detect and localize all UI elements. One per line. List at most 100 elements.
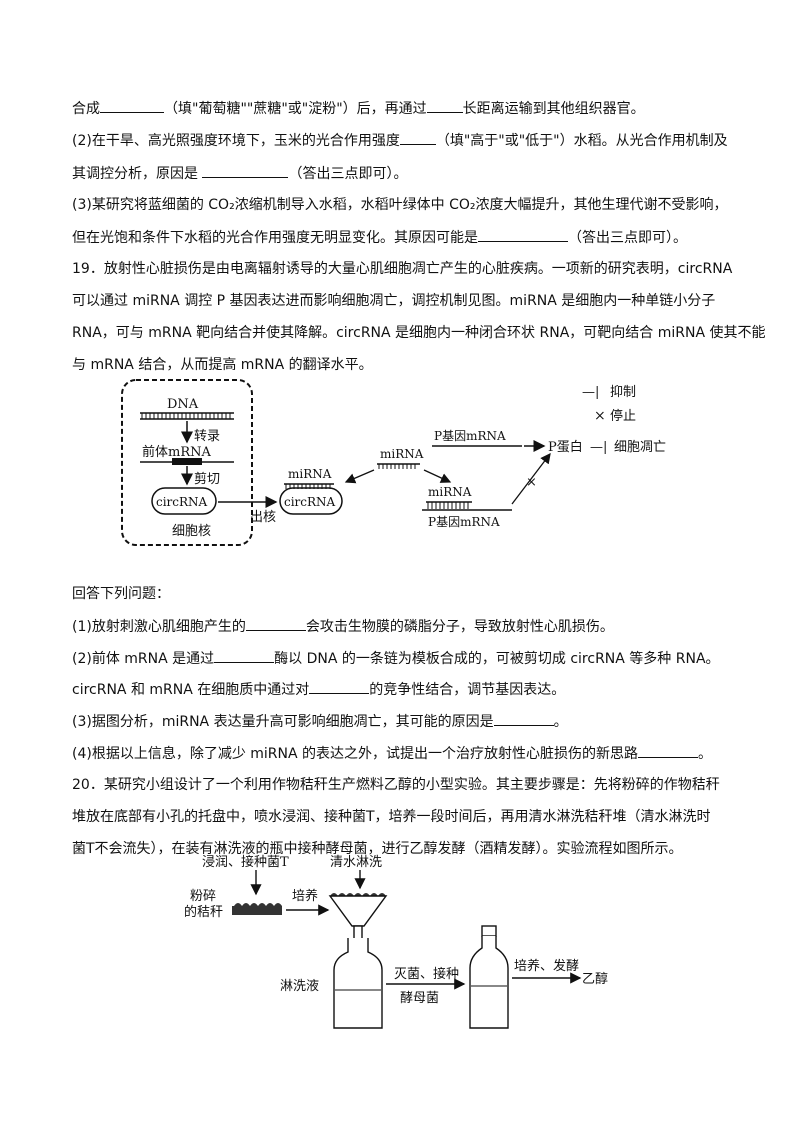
text-line: 堆放在底部有小孔的托盘中，喷水浸润、接种菌T，培养一段时间后，再用清水淋洗秸秆堆…	[72, 807, 711, 827]
text-line: RNA，可与 mRNA 靶向结合并使其降解。circRNA 是细胞内一种闭合环状…	[72, 323, 765, 343]
line-text: 会攻击生物膜的磷脂分子，导致放射性心肌损伤。	[305, 619, 614, 635]
line-text: 但在光饱和条件下水稻的光合作用强度无明显变化。其原因可能是	[72, 230, 478, 246]
text-line: (1)放射刺激心肌细胞产生的 会攻击生物膜的磷脂分子，导致放射性心肌损伤。	[72, 616, 614, 637]
text-line: 19．放射性心脏损伤是由电离辐射诱导的大量心肌细胞凋亡产生的心脏疾病。一项新的研…	[72, 259, 732, 279]
text-line: (3)某研究将蓝细菌的 CO₂浓缩机制导入水稻，水稻叶绿体中 CO₂浓度大幅提升…	[72, 195, 728, 215]
text-line: 合成 （填"葡萄糖""蔗糖"或"淀粉"）后，再通过 长距离运输到其他组织器官。	[72, 98, 645, 119]
rinse-label: 清水淋洗	[330, 855, 382, 870]
crushed-label-2: 的秸秆	[184, 904, 223, 920]
text-line: 菌T不会流失），在装有淋洗液的瓶中接种酵母菌，进行乙醇发酵（酒精发酵）。实验流程…	[72, 839, 683, 859]
text-line: (2)前体 mRNA 是通过 酶以 DNA 的一条链为模板合成的，可被剪切成 ci…	[72, 648, 720, 669]
line-text: 合成	[72, 101, 100, 117]
ethanol-flow-diagram: 浸润、接种菌T 清水淋洗 粉碎 的秸秆 培养 淋洗液 灭菌、接种 酵母菌 培养、…	[184, 854, 608, 1029]
text-line: (2)在干旱、高光照强度环境下，玉米的光合作用强度 （填"高于"或"低于"）水稻。…	[72, 130, 728, 151]
circrna-loop-cytoplasm	[279, 487, 343, 515]
line-text: 20．某研究小组设计了一个利用作物秸秆生产燃料乙醇的小型实验。其主要步骤是：先将…	[72, 777, 720, 793]
nucleus-label: 细胞核	[172, 524, 211, 539]
mirna-label-bound: miRNA	[288, 467, 332, 481]
ferment-label: 培养、发酵	[514, 958, 579, 974]
line-text: （答出三点即可）。	[568, 230, 687, 246]
text-line: (3)据图分析，miRNA 表达量升高可影响细胞凋亡，其可能的原因是 。	[72, 711, 568, 732]
line-text: (3)某研究将蓝细菌的 CO₂浓缩机制导入水稻，水稻叶绿体中 CO₂浓度大幅提升…	[72, 197, 728, 213]
text-line: circRNA 和 mRNA 在细胞质中通过对 的竞争性结合，调节基因表达。	[72, 679, 565, 700]
legend-inhibit-label: 抑制	[610, 385, 636, 400]
line-text: 回答下列问题：	[72, 586, 170, 602]
line-text: 与 mRNA 结合，从而提高 mRNA 的翻译水平。	[72, 357, 373, 373]
culture-label: 培养	[292, 888, 318, 904]
apoptosis-label: 细胞凋亡	[614, 440, 666, 455]
ferment-bottle	[469, 925, 509, 1029]
ethanol-label: 乙醇	[582, 971, 608, 987]
circrna-mechanism-diagram: DNA 转录 前体mRNA 剪切 circRNA 细胞核 出核 miRNA ci…	[121, 379, 666, 546]
answer-blank	[214, 648, 275, 663]
mirna-label-free: miRNA	[380, 447, 424, 461]
answer-blank	[493, 711, 554, 726]
line-text: 的竞争性结合，调节基因表达。	[369, 682, 566, 698]
text-line: 但在光饱和条件下水稻的光合作用强度无明显变化。其原因可能是 （答出三点即可）。	[72, 227, 687, 248]
line-text: 可以通过 miRNA 调控 P 基因表达进而影响细胞凋亡，调控机制见图。miRN…	[72, 293, 716, 309]
mirna-free	[377, 463, 420, 469]
wash-bottle	[333, 938, 383, 1029]
legend-stop-label: 停止	[610, 408, 636, 424]
legend-inhibit-symbol: —|	[582, 385, 599, 400]
sterilize-label-2: 酵母菌	[400, 991, 439, 1006]
p-mrna-label-top: P基因mRNA	[434, 429, 506, 443]
answer-blank	[245, 616, 306, 631]
wash-liquid-label: 淋洗液	[280, 979, 319, 994]
text-line: 可以通过 miRNA 调控 P 基因表达进而影响细胞凋亡，调控机制见图。miRN…	[72, 291, 715, 311]
pre-mrna-label: 前体mRNA	[142, 444, 211, 460]
line-text: (2)前体 mRNA 是通过	[72, 651, 215, 667]
line-text: 菌T不会流失），在装有淋洗液的瓶中接种酵母菌，进行乙醇发酵（酒精发酵）。实验流程…	[72, 841, 683, 857]
text-line: 20．某研究小组设计了一个利用作物秸秆生产燃料乙醇的小型实验。其主要步骤是：先将…	[72, 775, 720, 795]
sterilize-label-1: 灭菌、接种	[394, 966, 459, 982]
line-text: circRNA 和 mRNA 在细胞质中通过对	[72, 682, 310, 698]
line-text: (4)根据以上信息，除了减少 miRNA 的表达之外，试提出一个治疗放射性心脏损…	[72, 746, 639, 762]
line-text: (2)在干旱、高光照强度环境下，玉米的光合作用强度	[72, 133, 400, 149]
line-text: 其调控分析，原因是	[72, 166, 203, 182]
mirna-to-mrna-arrow	[423, 469, 452, 483]
cut-label: 剪切	[194, 471, 220, 487]
line-text: RNA，可与 mRNA 靶向结合并使其降解。circRNA 是细胞内一种闭合环状…	[72, 325, 766, 341]
circrna-loop-nucleus	[151, 487, 217, 515]
mirna-label-on-mrna: miRNA	[428, 485, 472, 499]
answer-blank	[100, 98, 164, 113]
dna-label: DNA	[167, 397, 199, 412]
text-line: 其调控分析，原因是 （答出三点即可）。	[72, 163, 407, 184]
line-text: 19．放射性心脏损伤是由电离辐射诱导的大量心肌细胞凋亡产生的心脏疾病。一项新的研…	[72, 261, 733, 277]
crushed-label-1: 粉碎	[190, 889, 216, 904]
answer-blank	[638, 743, 699, 758]
line-text: 。	[698, 746, 713, 762]
line-text: (1)放射刺激心肌细胞产生的	[72, 619, 246, 635]
straw-tray	[232, 903, 282, 915]
circrna-label-cytoplasm: circRNA	[284, 495, 336, 509]
mirna-to-circrna-arrow	[344, 469, 375, 484]
answer-blank	[426, 98, 463, 113]
line-text: (3)据图分析，miRNA 表达量升高可影响细胞凋亡，其可能的原因是	[72, 714, 494, 730]
line-text: 。	[553, 714, 568, 730]
line-text: 长距离运输到其他组织器官。	[462, 101, 645, 117]
inhibit-symbol: —|	[590, 440, 607, 455]
circrna-label-nucleus: circRNA	[156, 495, 208, 509]
line-text: （答出三点即可）。	[288, 166, 408, 182]
mirna-on-mrna	[426, 501, 472, 509]
answer-blank	[399, 130, 436, 145]
line-text: 酶以 DNA 的一条链为模板合成的，可被剪切成 circRNA 等多种 RNA。	[274, 651, 720, 667]
funnel	[328, 893, 388, 941]
line-text: （填"葡萄糖""蔗糖"或"淀粉"）后，再通过	[164, 101, 427, 117]
text-line: 与 mRNA 结合，从而提高 mRNA 的翻译水平。	[72, 355, 373, 375]
legend-stop-symbol: ×	[594, 408, 606, 424]
line-text: （填"高于"或"低于"）水稻。从光合作用机制及	[435, 133, 728, 149]
answer-blank	[478, 227, 568, 242]
export-label: 出核	[250, 510, 276, 525]
p-protein-label: P蛋白	[548, 439, 583, 455]
transcribe-label: 转录	[194, 429, 220, 444]
text-line: (4)根据以上信息，除了减少 miRNA 的表达之外，试提出一个治疗放射性心脏损…	[72, 743, 712, 764]
blocked-mark: ×	[526, 475, 537, 490]
soak-label: 浸润、接种菌T	[202, 854, 289, 870]
dna-strand	[140, 412, 234, 420]
blocked-translation-arrow	[511, 452, 551, 505]
pre-mrna-strand	[140, 458, 234, 465]
answer-blank	[202, 163, 289, 178]
p-mrna-label-bottom: P基因mRNA	[428, 515, 500, 529]
line-text: 堆放在底部有小孔的托盘中，喷水浸润、接种菌T，培养一段时间后，再用清水淋洗秸秆堆…	[72, 809, 711, 825]
